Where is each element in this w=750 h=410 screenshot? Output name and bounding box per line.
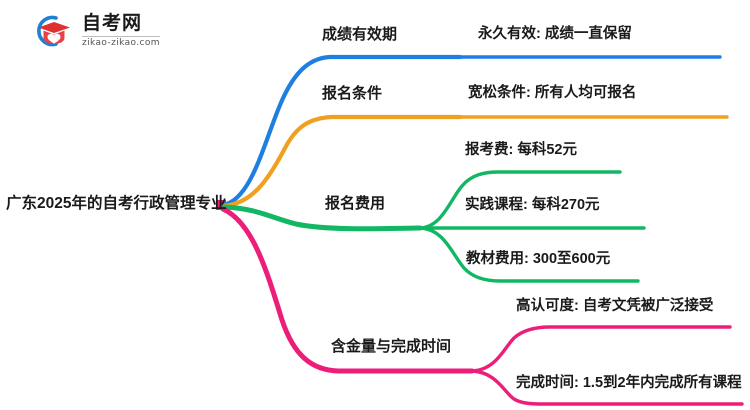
mindmap-node-application-requirements[interactable]: 报名条件 bbox=[322, 85, 383, 102]
mindmap-node-application-requirements-detail[interactable]: 宽松条件: 所有人均可报名 bbox=[468, 85, 637, 101]
mindmap-node-application-fees[interactable]: 报名费用 bbox=[325, 195, 386, 212]
branch-line-application-fees bbox=[220, 204, 423, 232]
mindmap-root-node[interactable]: 广东2025年的自考行政管理专业 bbox=[6, 195, 227, 212]
mindmap-node-practical-course-fee[interactable]: 实践课程: 每科270元 bbox=[465, 197, 600, 213]
logo-title: 自考网 bbox=[82, 13, 143, 34]
mindmap-node-value-and-duration[interactable]: 含金量与完成时间 bbox=[331, 338, 452, 355]
mindmap-node-score-validity-detail[interactable]: 永久有效: 成绩一直保留 bbox=[478, 26, 632, 42]
site-logo: 自考网 zikao-zikao.com bbox=[30, 9, 190, 53]
logo-divider bbox=[82, 36, 160, 37]
logo-domain: zikao-zikao.com bbox=[82, 38, 160, 48]
branch-line-score-validity bbox=[220, 54, 463, 208]
mindmap-node-exam-fee[interactable]: 报考费: 每科52元 bbox=[465, 142, 577, 158]
branch-line-recognition bbox=[470, 325, 732, 373]
mindmap-node-recognition[interactable]: 高认可度: 自考文凭被广泛接受 bbox=[516, 298, 714, 314]
mindmap-node-textbook-fee[interactable]: 教材费用: 300至600元 bbox=[466, 251, 611, 267]
logo-mark bbox=[30, 11, 78, 51]
circle-arc-icon bbox=[37, 15, 58, 47]
mindmap-node-score-validity[interactable]: 成绩有效期 bbox=[322, 26, 398, 43]
graduation-cap-icon bbox=[38, 22, 70, 44]
logo-text-wrap: 自考网 zikao-zikao.com bbox=[82, 14, 160, 48]
mindmap-node-completion-time[interactable]: 完成时间: 1.5到2年内完成所有课程 bbox=[516, 375, 742, 391]
branch-line-application-requirements bbox=[220, 114, 463, 209]
